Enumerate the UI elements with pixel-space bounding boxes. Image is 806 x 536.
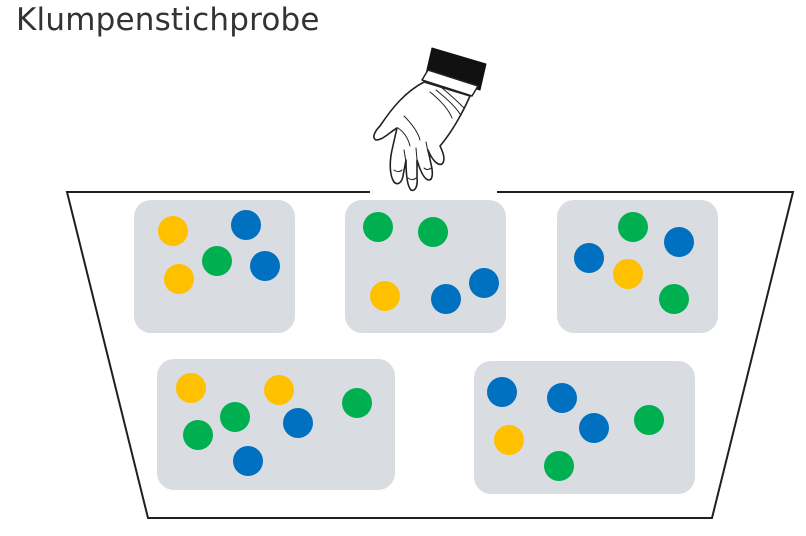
green-ball [634, 405, 664, 435]
blue-ball [431, 284, 461, 314]
yellow-ball [494, 425, 524, 455]
cluster-2 [345, 200, 506, 333]
green-ball [202, 246, 232, 276]
blue-ball [283, 408, 313, 438]
blue-ball [469, 268, 499, 298]
yellow-ball [176, 373, 206, 403]
blue-ball [250, 251, 280, 281]
blue-ball [487, 377, 517, 407]
green-ball [183, 420, 213, 450]
blue-ball [547, 383, 577, 413]
yellow-ball [264, 375, 294, 405]
cluster-1 [134, 200, 295, 333]
blue-ball [574, 243, 604, 273]
cluster-3 [557, 200, 718, 333]
page-title: Klumpenstichprobe [16, 2, 320, 38]
hand-icon [373, 47, 487, 192]
green-ball [618, 212, 648, 242]
clusters [134, 200, 718, 494]
yellow-ball [158, 216, 188, 246]
blue-ball [231, 210, 261, 240]
yellow-ball [613, 259, 643, 289]
blue-ball [664, 227, 694, 257]
cluster-box [157, 359, 395, 490]
cluster-5 [474, 361, 695, 494]
yellow-ball [370, 281, 400, 311]
green-ball [220, 402, 250, 432]
blue-ball [233, 446, 263, 476]
sampling-container [65, 191, 795, 519]
green-ball [659, 284, 689, 314]
container-outline [65, 191, 795, 519]
blue-ball [579, 413, 609, 443]
green-ball [418, 217, 448, 247]
green-ball [363, 212, 393, 242]
green-ball [544, 451, 574, 481]
green-ball [342, 388, 372, 418]
cluster-4 [157, 359, 395, 490]
yellow-ball [164, 264, 194, 294]
